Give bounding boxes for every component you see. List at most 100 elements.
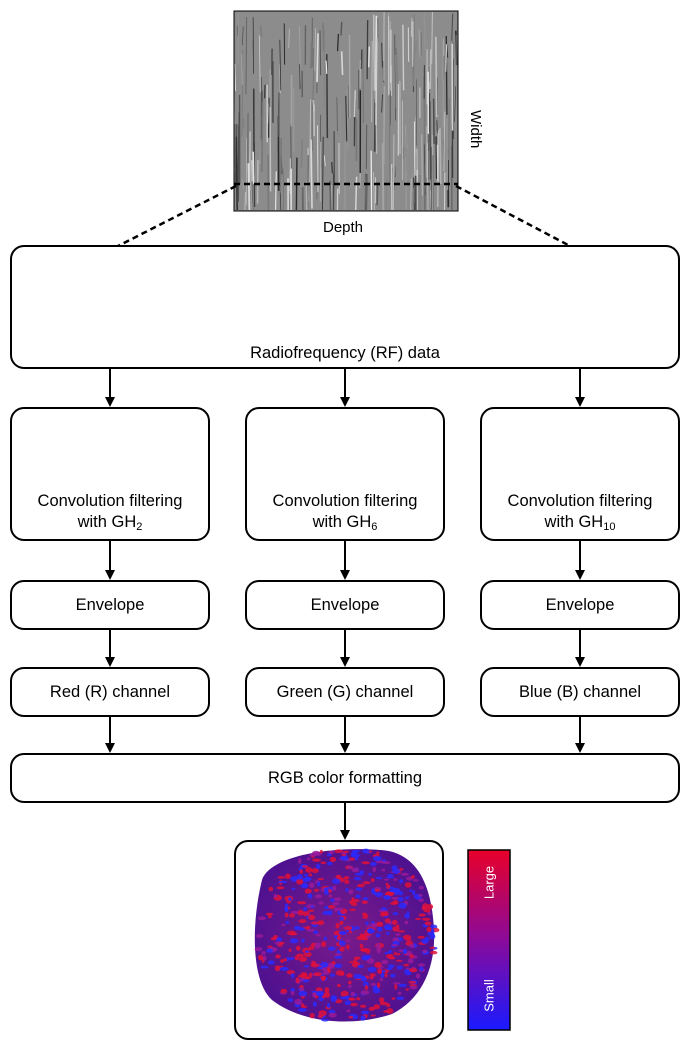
tissue-speckle (294, 998, 303, 1005)
tissue-speckle (392, 912, 399, 916)
tissue-speckle (398, 902, 407, 909)
tissue-speckle (302, 979, 310, 983)
tissue-speckle (262, 955, 267, 961)
tissue-speckle (414, 917, 422, 921)
rf-image-speckle (316, 33, 319, 83)
tissue-speckle (362, 848, 370, 854)
arrow-head (575, 657, 585, 667)
tissue-speckle (327, 1002, 331, 1009)
tissue-speckle (298, 974, 302, 978)
tissue-speckle (335, 874, 342, 880)
tissue-speckle (386, 876, 395, 879)
tissue-speckle (288, 897, 292, 901)
tissue-speckle (392, 900, 399, 905)
tissue-speckle (361, 900, 368, 904)
tissue-speckle (340, 971, 345, 976)
channel-blue-label: Blue (B) channel (519, 683, 641, 701)
arrow-head (340, 397, 350, 407)
tissue-speckle (367, 928, 375, 934)
rf-image-speckle (454, 86, 456, 122)
tissue-speckle (418, 885, 424, 890)
tissue-speckle (374, 961, 382, 968)
rf-image-speckle (368, 46, 371, 68)
rf-image-speckle (308, 122, 311, 152)
rf-data-box: Radiofrequency (RF) data (10, 245, 680, 369)
tissue-speckle (300, 972, 308, 977)
tissue-speckle (280, 959, 285, 963)
tissue-speckle (379, 997, 385, 1003)
tissue-speckle (370, 1014, 377, 1017)
tissue-speckle (327, 910, 333, 916)
tissue-speckle (392, 982, 401, 985)
tissue-speckle (390, 973, 396, 978)
tissue-speckle (340, 996, 347, 1000)
tissue-speckle (256, 934, 264, 938)
rf-image-speckle (392, 134, 395, 211)
tissue-speckle (404, 896, 410, 900)
rf-image-speckle (299, 26, 301, 82)
tissue-speckle (309, 882, 315, 888)
tissue-speckle (313, 972, 322, 977)
tissue-speckle (371, 922, 379, 928)
tissue-speckle (426, 903, 434, 910)
tissue-speckle (361, 861, 370, 865)
tissue-speckle (357, 883, 365, 888)
rf-image-speckle (260, 77, 262, 140)
rf-image-speckle (309, 99, 312, 183)
tissue-speckle (265, 912, 274, 916)
rf-image-speckle (411, 171, 414, 192)
tissue-speckle (296, 874, 303, 880)
tissue-speckle (340, 990, 349, 997)
tissue-speckle (361, 955, 370, 961)
rf-image-speckle (373, 172, 375, 211)
tissue-speckle (408, 980, 417, 984)
tissue-speckle (397, 930, 406, 933)
tissue-speckle (339, 920, 344, 926)
tissue-speckle (400, 872, 409, 876)
tissue-speckle (392, 926, 400, 932)
tissue-speckle (316, 992, 322, 995)
tissue-speckle (297, 901, 307, 905)
tissue-speckle (411, 875, 415, 879)
tissue-speckle (426, 926, 432, 933)
width-axis-label: Width (467, 110, 484, 149)
tissue-speckle (353, 973, 363, 980)
tissue-speckle (300, 883, 309, 888)
rf-image-speckle (319, 30, 322, 76)
tissue-speckle (361, 1010, 369, 1015)
tissue-speckle (359, 948, 369, 952)
tissue-speckle (373, 1004, 380, 1010)
tissue-speckle (348, 980, 352, 985)
tissue-speckle (315, 933, 321, 937)
tissue-speckle (321, 976, 326, 982)
tissue-speckle (284, 903, 289, 908)
tissue-speckle (380, 972, 385, 979)
tissue-speckle (348, 889, 354, 895)
tissue-speckle (317, 878, 325, 880)
rf-image-speckle (340, 51, 344, 76)
tissue-speckle (300, 1003, 305, 1008)
tissue-speckle (280, 988, 288, 994)
tissue-speckle (355, 894, 361, 899)
tissue-speckle (370, 921, 375, 924)
rf-image-speckle (418, 29, 421, 57)
tissue-speckle (394, 983, 398, 990)
tissue-speckle (374, 888, 380, 892)
tissue-speckle (304, 876, 312, 882)
rf-image-speckle (395, 55, 397, 108)
rf-image-speckle (421, 134, 423, 196)
tissue-speckle (395, 933, 401, 936)
rf-image-speckle (365, 174, 368, 211)
tissue-speckle (308, 972, 313, 978)
tissue-speckle (339, 946, 346, 949)
rf-image-speckle (375, 37, 378, 126)
rf-image-speckle (354, 176, 358, 211)
tissue-speckle (412, 890, 416, 896)
tissue-speckle (330, 898, 335, 903)
tissue-speckle (407, 958, 414, 964)
tissue-speckle (408, 889, 414, 892)
tissue-speckle (329, 856, 337, 863)
zoom-line-right (455, 184, 571, 248)
channel-box-blue: Blue (B) channel (480, 667, 680, 717)
flow-arrows (105, 369, 585, 840)
